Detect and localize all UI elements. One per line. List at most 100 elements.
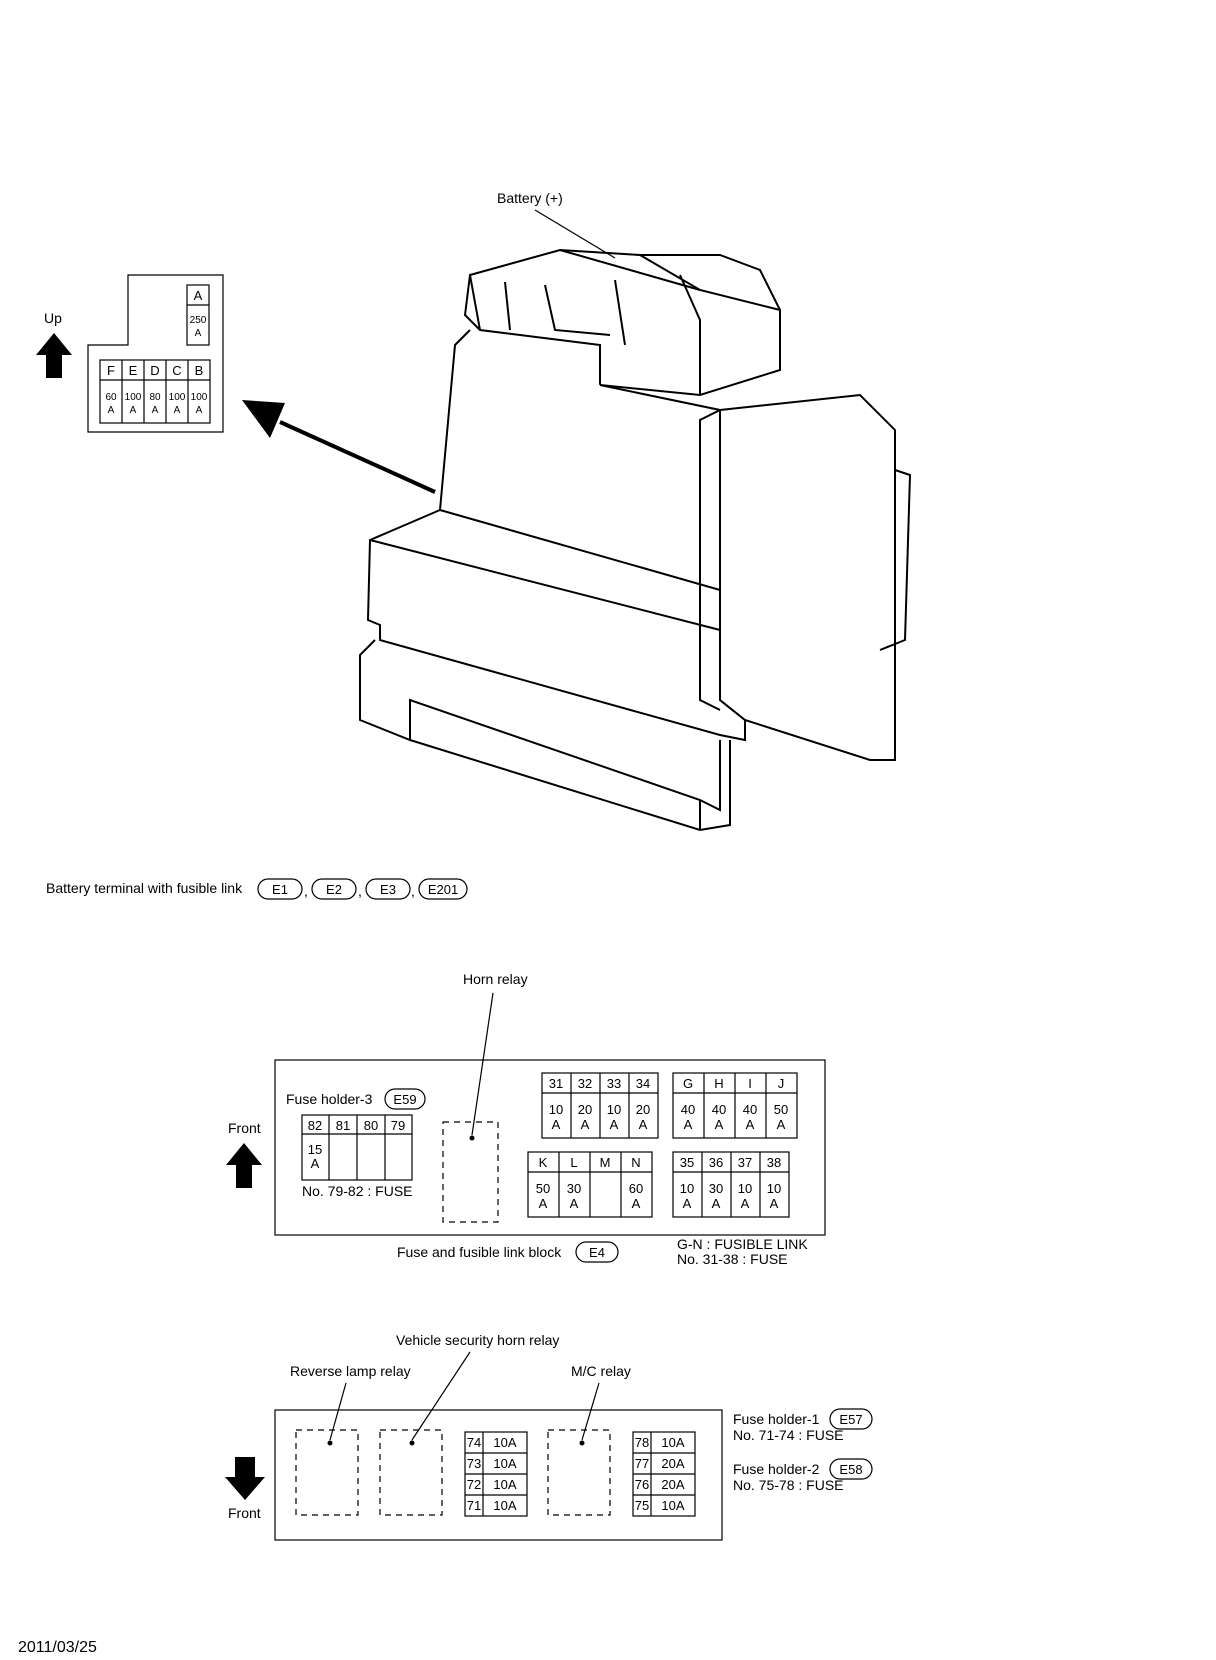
fuse-72-number: 72 (467, 1477, 481, 1492)
fuse-82-unit: A (311, 1156, 320, 1171)
link-h-unit: A (715, 1117, 724, 1132)
battery-box-illustration (359, 248, 912, 832)
svg-text:E1: E1 (272, 882, 288, 897)
mc-relay-dot (579, 1440, 585, 1446)
fuse-36-unit: A (712, 1196, 721, 1211)
svg-text:E57: E57 (839, 1412, 862, 1427)
fuse-38-number: 38 (767, 1155, 781, 1170)
fuse-holder-3-grid: 82 81 80 79 15 A (301, 1114, 413, 1181)
fuse-34-unit: A (639, 1117, 648, 1132)
fuse-31-unit: A (552, 1117, 561, 1132)
connector-e57: E57 (829, 1408, 873, 1430)
up-arrow-icon (36, 333, 72, 378)
reverse-lamp-relay-slot (295, 1429, 359, 1516)
connector-e3: E3 (365, 878, 411, 900)
fuse-36-rating: 30 (709, 1181, 723, 1196)
fuse-grid-35-38: 35 36 37 38 10 30 10 10 A A A A (672, 1151, 790, 1218)
fusible-b-letter: B (195, 363, 204, 378)
fusible-a-rating: 250 (190, 315, 207, 326)
link-j-rating: 50 (774, 1102, 788, 1117)
fuse-holder-3-label: Fuse holder-3 (286, 1091, 373, 1107)
fuse-holder-1-label: Fuse holder-1 (733, 1411, 820, 1427)
reverse-lamp-relay-label: Reverse lamp relay (290, 1363, 411, 1379)
front-label-bottom: Front (228, 1505, 261, 1521)
fusible-d-rating: 80 (149, 392, 161, 403)
fuse-34-rating: 20 (636, 1102, 650, 1117)
fuse-32-unit: A (581, 1117, 590, 1132)
connector-e58: E58 (829, 1458, 873, 1480)
fusible-d-letter: D (150, 363, 159, 378)
svg-text:E58: E58 (839, 1462, 862, 1477)
fuse-77-rating: 20A (661, 1456, 684, 1471)
fuse-37-number: 37 (738, 1155, 752, 1170)
connector-e4: E4 (575, 1241, 619, 1263)
fuse-77-number: 77 (635, 1456, 649, 1471)
separator: , (304, 883, 308, 899)
fuse-grid-31-34: 31 32 33 34 10 20 10 20 A A A A (541, 1072, 659, 1139)
connector-e201: E201 (418, 878, 468, 900)
fuse-holder-2-grid: 78 77 76 75 10A 20A 20A 10A (632, 1431, 696, 1517)
svg-text:E59: E59 (393, 1092, 416, 1107)
link-j-letter: J (778, 1076, 785, 1091)
mc-relay-leader (581, 1382, 600, 1441)
svg-text:E2: E2 (326, 882, 342, 897)
link-l-letter: L (570, 1155, 577, 1170)
battery-leader-line (534, 209, 616, 259)
svg-text:E3: E3 (380, 882, 396, 897)
fuse-74-rating: 10A (493, 1435, 516, 1450)
fuse-33-number: 33 (607, 1076, 621, 1091)
fuse-holder-2-label: Fuse holder-2 (733, 1461, 820, 1477)
fuse-75-rating: 10A (661, 1498, 684, 1513)
fusible-e-letter: E (129, 363, 138, 378)
link-g-letter: G (683, 1076, 693, 1091)
fuse-35-number: 35 (680, 1155, 694, 1170)
fuse-78-number: 78 (635, 1435, 649, 1450)
fusible-link-panel: A 250 A F E D C B 60 100 80 100 100 A A … (87, 274, 224, 433)
vehicle-security-horn-relay-slot (379, 1429, 443, 1516)
fuse-71-number: 71 (467, 1498, 481, 1513)
fuse-76-number: 76 (635, 1477, 649, 1492)
link-m-letter: M (600, 1155, 611, 1170)
fuse-32-number: 32 (578, 1076, 592, 1091)
fusible-c-letter: C (172, 363, 181, 378)
footer-date: 2011/03/25 (18, 1639, 97, 1656)
fuse-74-number: 74 (467, 1435, 481, 1450)
fuse-range-note: No. 31-38 : FUSE (677, 1251, 788, 1267)
fuse-38-rating: 10 (767, 1181, 781, 1196)
vehicle-security-horn-relay-label: Vehicle security horn relay (396, 1332, 559, 1348)
link-k-unit: A (539, 1196, 548, 1211)
fusible-grid-k-n: K L M N 50 30 60 A A A (527, 1151, 653, 1218)
link-g-unit: A (684, 1117, 693, 1132)
link-j-unit: A (777, 1117, 786, 1132)
horn-relay-leader (471, 992, 494, 1136)
fuse-holder-2-note: No. 75-78 : FUSE (733, 1477, 844, 1493)
fuse-38-unit: A (770, 1196, 779, 1211)
mc-relay-label: M/C relay (571, 1363, 631, 1379)
fuse-36-number: 36 (709, 1155, 723, 1170)
fusible-c-rating: 100 (169, 392, 186, 403)
connector-e59: E59 (384, 1088, 426, 1110)
link-n-rating: 60 (629, 1181, 643, 1196)
fusible-b-unit: A (196, 405, 203, 416)
link-h-letter: H (714, 1076, 723, 1091)
fuse-37-rating: 10 (738, 1181, 752, 1196)
separator: , (411, 883, 415, 899)
horn-relay-label: Horn relay (463, 971, 528, 987)
separator: , (358, 883, 362, 899)
fuse-33-unit: A (610, 1117, 619, 1132)
fusible-link-note: G-N : FUSIBLE LINK (677, 1236, 808, 1252)
front-label-middle: Front (228, 1120, 261, 1136)
fusible-a-unit: A (195, 328, 202, 339)
vsh-relay-dot (409, 1440, 415, 1446)
link-k-letter: K (539, 1155, 548, 1170)
horn-relay-dot (469, 1135, 475, 1141)
fusible-f-rating: 60 (105, 392, 117, 403)
fuse-37-unit: A (741, 1196, 750, 1211)
fusible-e-rating: 100 (125, 392, 142, 403)
fuse-31-number: 31 (549, 1076, 563, 1091)
link-l-unit: A (570, 1196, 579, 1211)
battery-terminal-caption: Battery terminal with fusible link (46, 880, 243, 896)
fusible-f-letter: F (107, 363, 115, 378)
fusible-c-unit: A (174, 405, 181, 416)
fuse-34-number: 34 (636, 1076, 650, 1091)
